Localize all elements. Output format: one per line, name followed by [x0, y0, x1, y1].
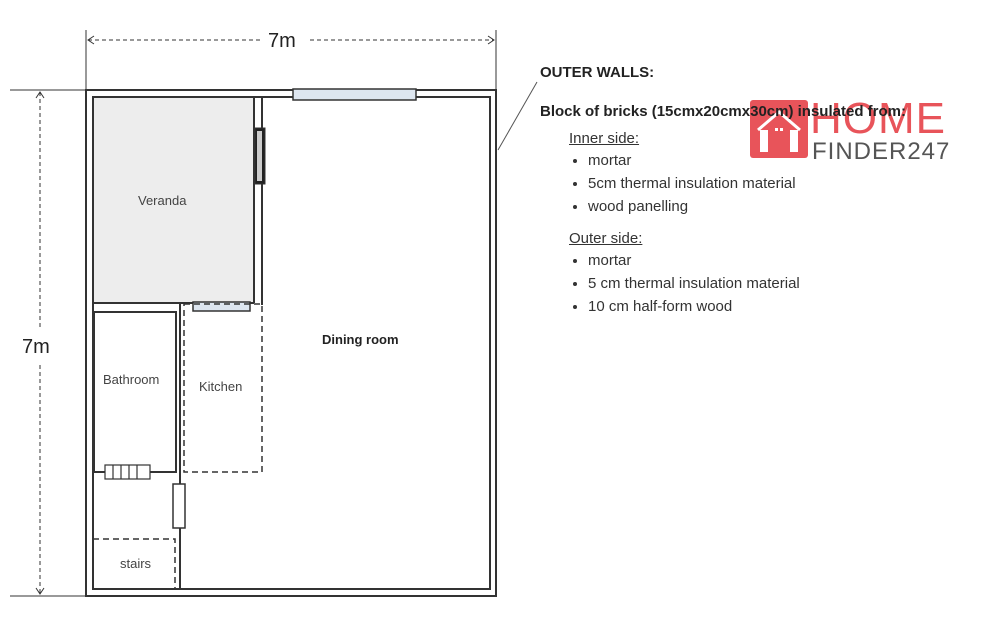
veranda-area	[94, 98, 254, 303]
list-item: 5 cm thermal insulation material	[588, 272, 906, 295]
logo-text-finder: FINDER247	[812, 138, 951, 165]
room-label-dining-room: Dining room	[322, 332, 399, 347]
outer-walls-notes: OUTER WALLS: Block of bricks (15cmx20cmx…	[540, 64, 906, 318]
list-item: wood panelling	[588, 195, 906, 218]
notes-title: OUTER WALLS:	[540, 64, 655, 81]
room-label-stairs: stairs	[120, 556, 152, 571]
list-item: mortar	[588, 249, 906, 272]
list-item: 10 cm half-form wood	[588, 295, 906, 318]
room-label-bathroom: Bathroom	[103, 372, 160, 387]
door	[172, 483, 186, 529]
notes-description: Block of bricks (15cmx20cmx30cm) insulat…	[540, 103, 906, 120]
window-kitchen	[192, 301, 251, 312]
house-logo-icon	[750, 100, 808, 158]
height-dimension-line	[10, 89, 90, 597]
list-item: mortar	[588, 149, 906, 172]
kitchen-outline	[183, 303, 263, 473]
inner-side-heading: Inner side:	[569, 130, 640, 147]
outer-side-heading: Outer side:	[569, 230, 643, 247]
window-top	[292, 88, 417, 101]
stairs-outline	[92, 538, 176, 590]
height-label: 7m	[22, 336, 50, 358]
room-label-veranda: Veranda	[138, 193, 187, 208]
width-dimension-line	[85, 30, 497, 90]
list-item: 5cm thermal insulation material	[588, 172, 906, 195]
outer-side-list: mortar 5 cm thermal insulation material …	[568, 249, 906, 318]
radiator	[104, 464, 151, 480]
inner-side-list: mortar 5cm thermal insulation material w…	[568, 149, 906, 218]
width-label: 7m	[268, 30, 296, 52]
logo-text-home: HOME	[810, 94, 946, 143]
window-veranda-pane	[257, 131, 262, 181]
leader-line	[497, 81, 538, 151]
room-label-kitchen: Kitchen	[199, 379, 243, 394]
